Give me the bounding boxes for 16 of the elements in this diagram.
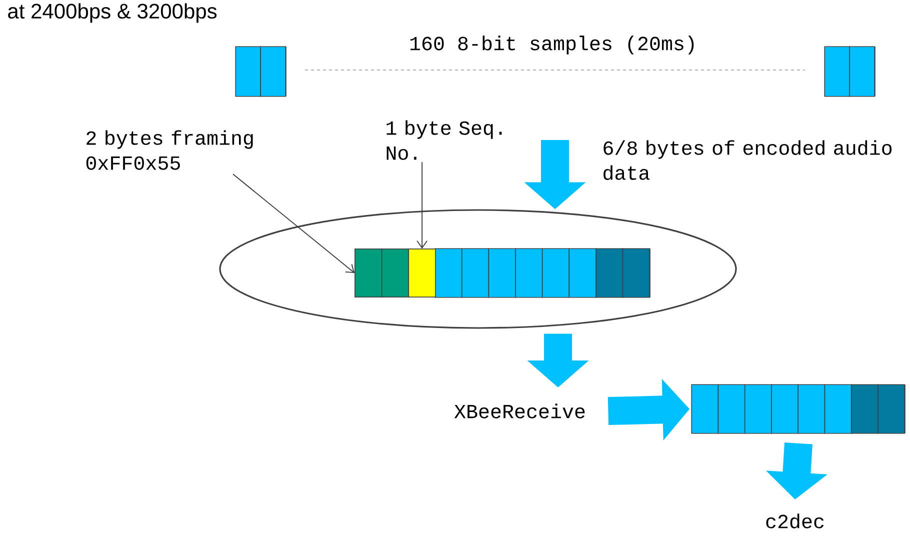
leader-line — [416, 162, 428, 249]
sample-block — [235, 46, 286, 97]
callout-text: 6/8 bytes of encoded audio data — [604, 140, 892, 180]
heading: at 2400bps & 3200bps — [8, 3, 217, 23]
byte-cell — [408, 248, 436, 298]
byte-cell — [354, 248, 382, 298]
process-label: c2dec — [766, 514, 824, 528]
sample-block — [824, 46, 876, 97]
byte-cell — [381, 248, 410, 298]
process-label: XBeeReceive — [454, 404, 585, 418]
packet-bar — [691, 384, 906, 434]
callout-text: 1 byte Seq. No. — [386, 120, 502, 160]
leader-line — [232, 174, 355, 273]
dimension-label: 160 8-bit samples (20ms) — [410, 36, 694, 54]
ellipse — [219, 209, 737, 329]
callout-text: 2 bytes framing 0xFF0x55 — [86, 130, 253, 170]
